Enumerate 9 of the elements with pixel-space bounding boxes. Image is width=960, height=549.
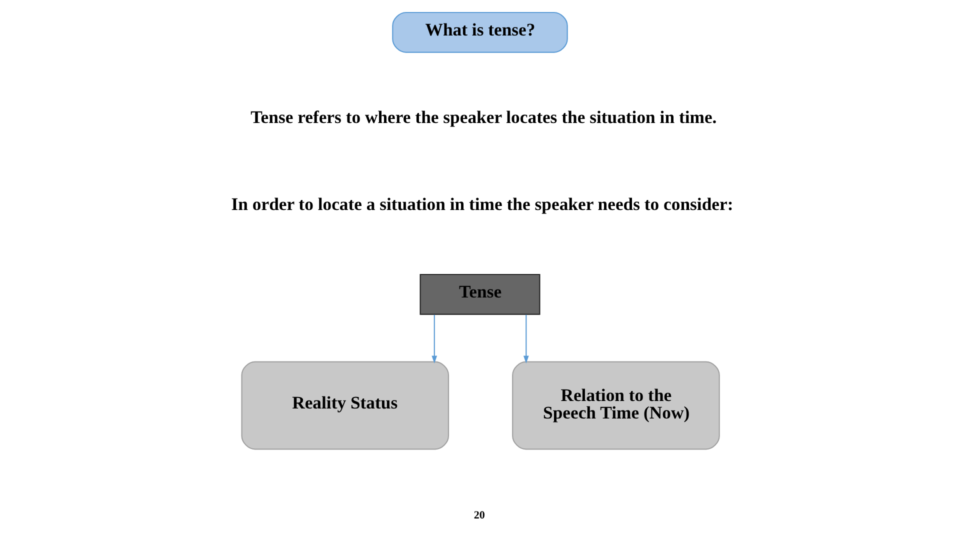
node-box: Relation to the Speech Time (Now) bbox=[512, 361, 720, 450]
label: In order to locate a situation in time the speaker needs to consider: bbox=[231, 194, 734, 214]
node-box: What is tense? bbox=[392, 12, 568, 53]
arrow bbox=[432, 314, 438, 364]
label: 20 bbox=[474, 509, 485, 522]
label: Tense refers to where the speaker locates the situation in time. bbox=[250, 106, 717, 127]
node-box: Tense bbox=[420, 274, 540, 315]
arrow bbox=[523, 314, 529, 364]
node-box: Reality Status bbox=[241, 361, 450, 450]
